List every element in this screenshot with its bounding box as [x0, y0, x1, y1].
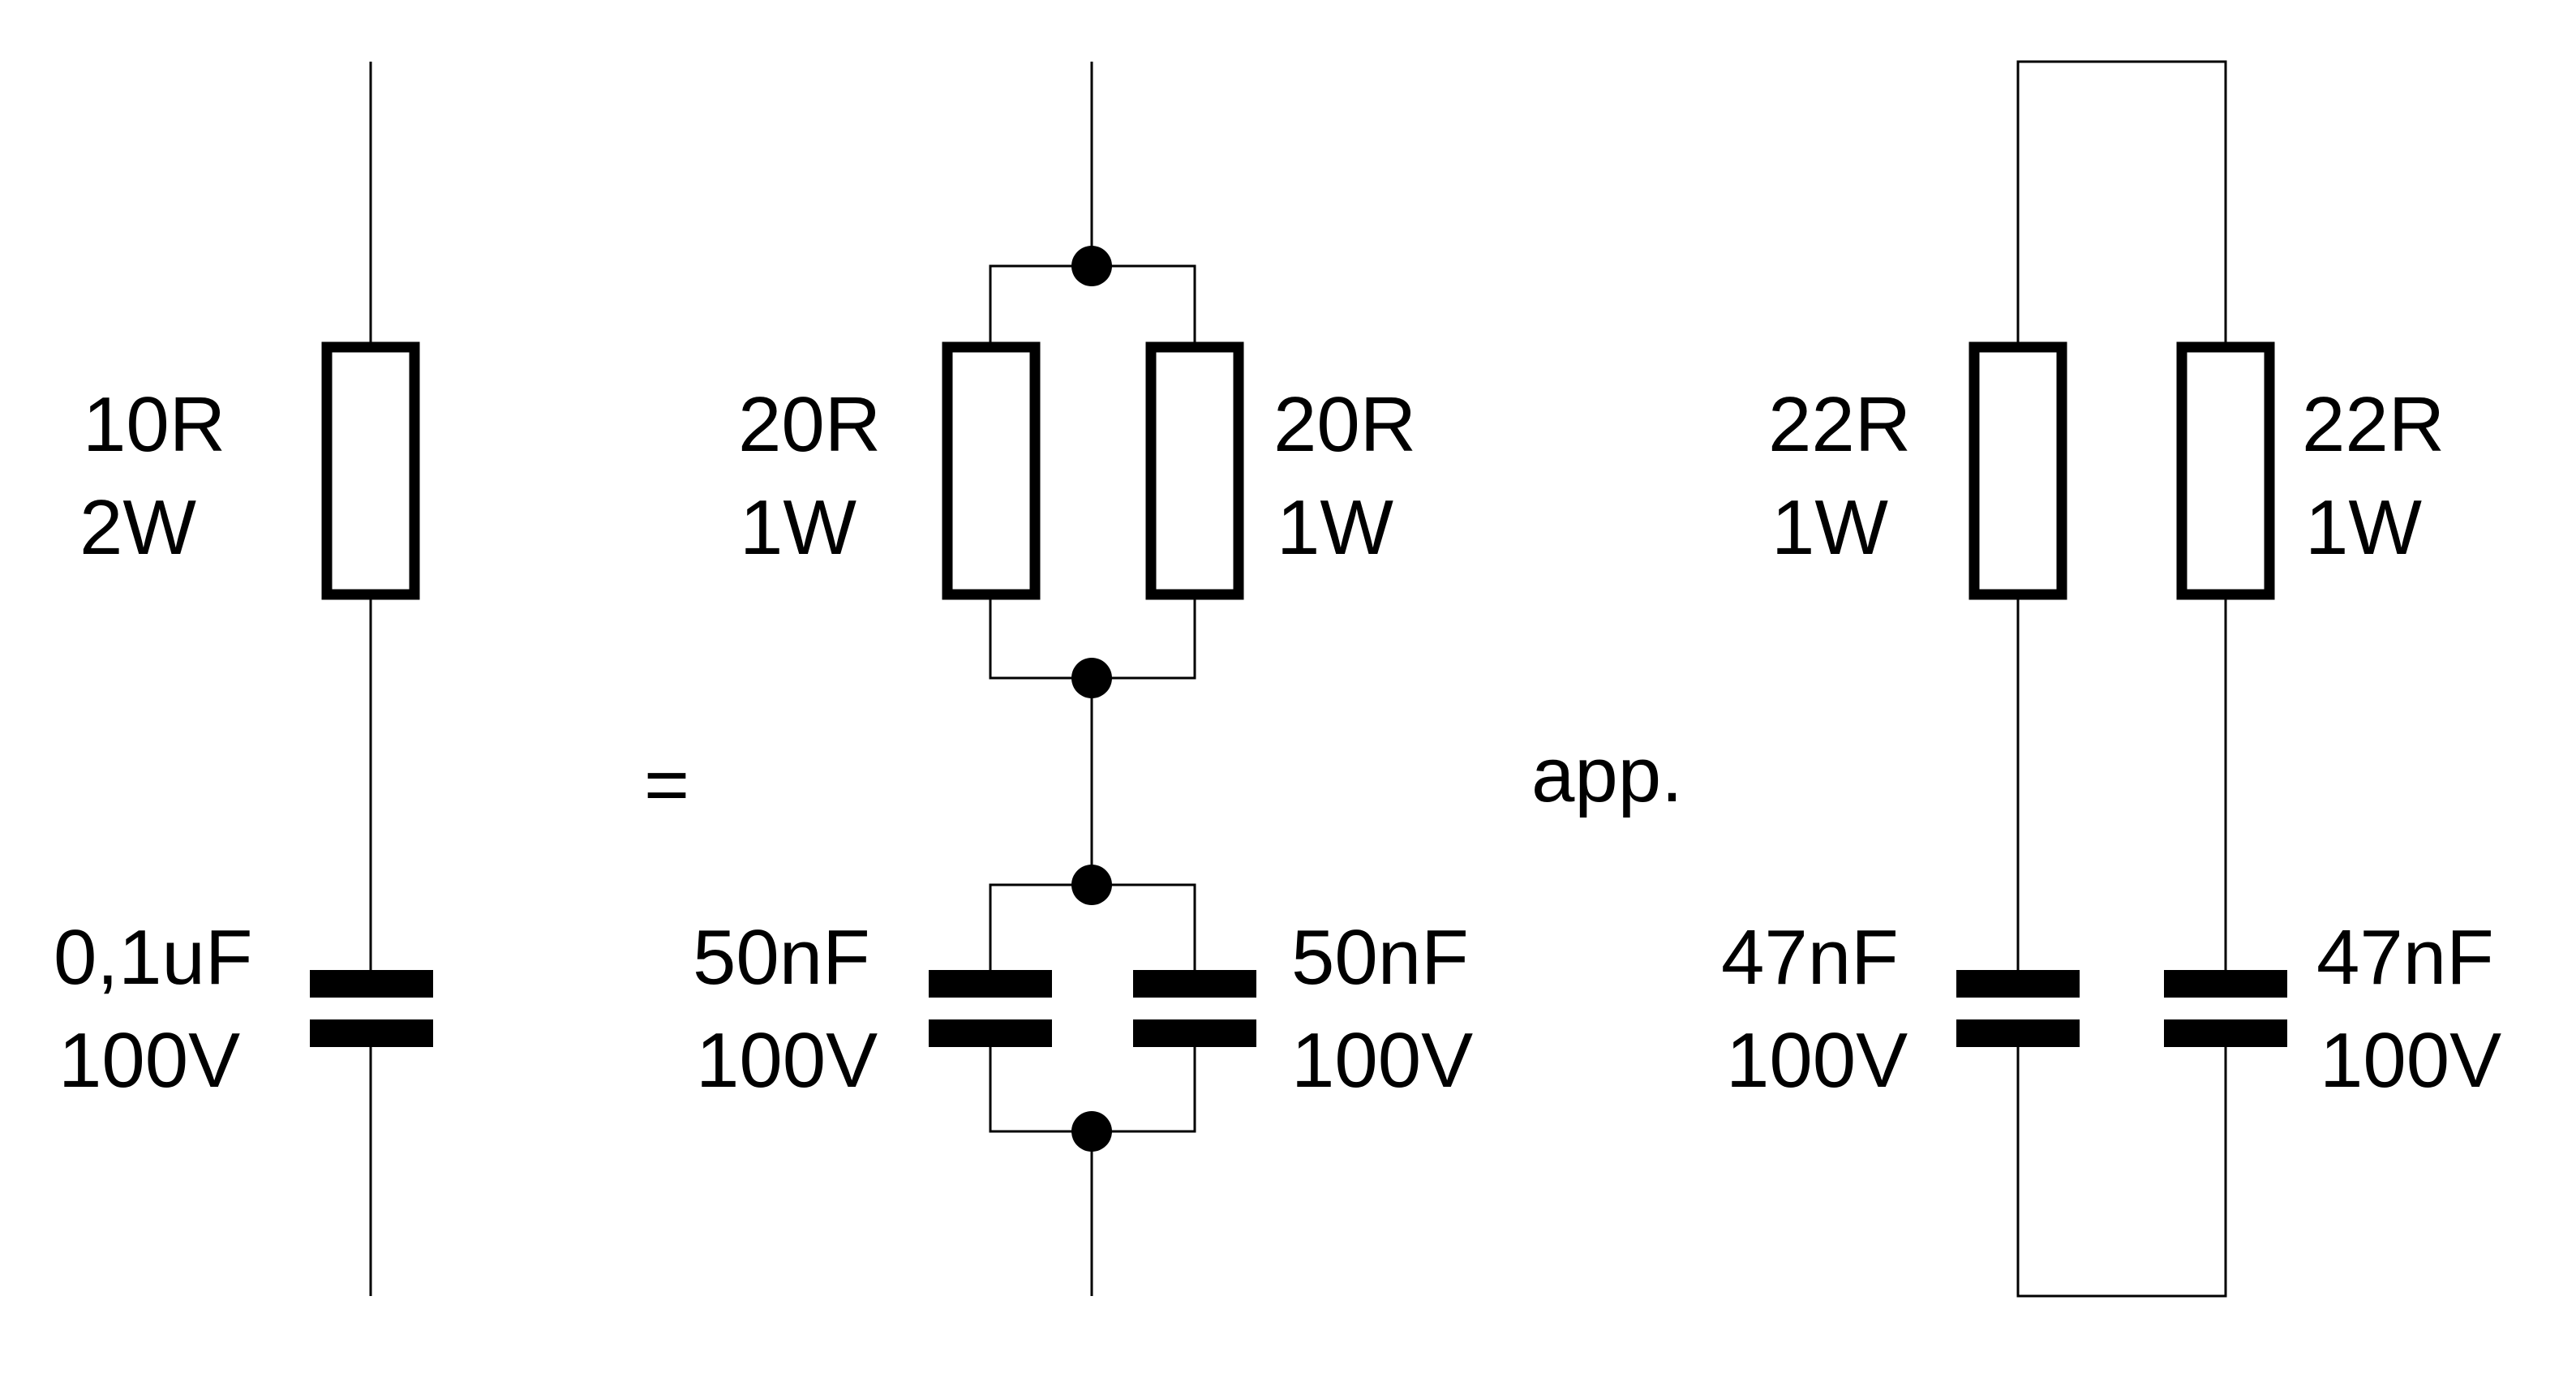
approx-label: app. — [1531, 732, 1683, 818]
wire — [989, 264, 1196, 347]
capacitor-47nf-right-plate-bottom — [2164, 1019, 2287, 1047]
resistor-10r — [321, 341, 420, 600]
capacitor-0-1uf-value-label: 0,1uF — [54, 914, 252, 1001]
capacitor-47nf-right-voltage-label: 100V — [2320, 1017, 2501, 1104]
capacitor-47nf-right-plate-top — [2164, 970, 2287, 998]
capacitor-50nf-left-value-label: 50nF — [693, 914, 870, 1001]
capacitor-0-1uf-plate-top — [310, 970, 433, 998]
resistor-22r-left — [1968, 341, 2067, 600]
wire — [989, 883, 1196, 970]
capacitor-50nf-left-voltage-label: 100V — [696, 1017, 878, 1104]
resistor-22r-right-power-label: 1W — [2305, 484, 2422, 571]
capacitor-50nf-left-plate-top — [929, 970, 1052, 998]
resistor-20r-left — [942, 341, 1041, 600]
capacitor-0-1uf-voltage-label: 100V — [58, 1017, 240, 1104]
equals-sign: = — [644, 741, 689, 828]
capacitor-50nf-right-value-label: 50nF — [1291, 914, 1469, 1001]
wire — [2016, 1047, 2227, 1298]
resistor-22r-right — [2176, 341, 2275, 600]
capacitor-0-1uf-plate-bottom — [310, 1019, 433, 1047]
resistor-22r-left-power-label: 1W — [1771, 484, 1888, 571]
capacitor-47nf-right-value-label: 47nF — [2316, 914, 2494, 1001]
resistor-20r-right — [1145, 341, 1244, 600]
resistor-22r-left-value-label: 22R — [1768, 381, 1911, 468]
resistor-10r-power-label: 2W — [79, 484, 196, 571]
resistor-20r-right-power-label: 1W — [1277, 484, 1393, 571]
capacitor-47nf-left-voltage-label: 100V — [1726, 1017, 1908, 1104]
resistor-20r-right-value-label: 20R — [1273, 381, 1416, 468]
capacitor-47nf-left-plate-top — [1956, 970, 2080, 998]
circuit-single: 10R 2W 0,1uF 100V — [54, 62, 433, 1296]
capacitor-50nf-right-voltage-label: 100V — [1291, 1017, 1473, 1104]
capacitor-50nf-right-plate-top — [1133, 970, 1256, 998]
circuit-split: 20R 1W 20R 1W 50nF 100V 50nF 100V — [693, 62, 1473, 1296]
capacitor-47nf-left-plate-bottom — [1956, 1019, 2080, 1047]
circuit-practical: 22R 1W 22R 1W 47nF 100V 47nF 100V — [1721, 60, 2501, 1298]
capacitor-47nf-left-value-label: 47nF — [1721, 914, 1899, 1001]
capacitor-50nf-left-plate-bottom — [929, 1019, 1052, 1047]
resistor-20r-left-value-label: 20R — [738, 381, 881, 468]
capacitor-50nf-right-plate-bottom — [1133, 1019, 1256, 1047]
resistor-10r-value-label: 10R — [83, 381, 225, 468]
resistor-20r-left-power-label: 1W — [740, 484, 857, 571]
wire — [2016, 60, 2227, 347]
resistor-22r-right-value-label: 22R — [2302, 381, 2445, 468]
